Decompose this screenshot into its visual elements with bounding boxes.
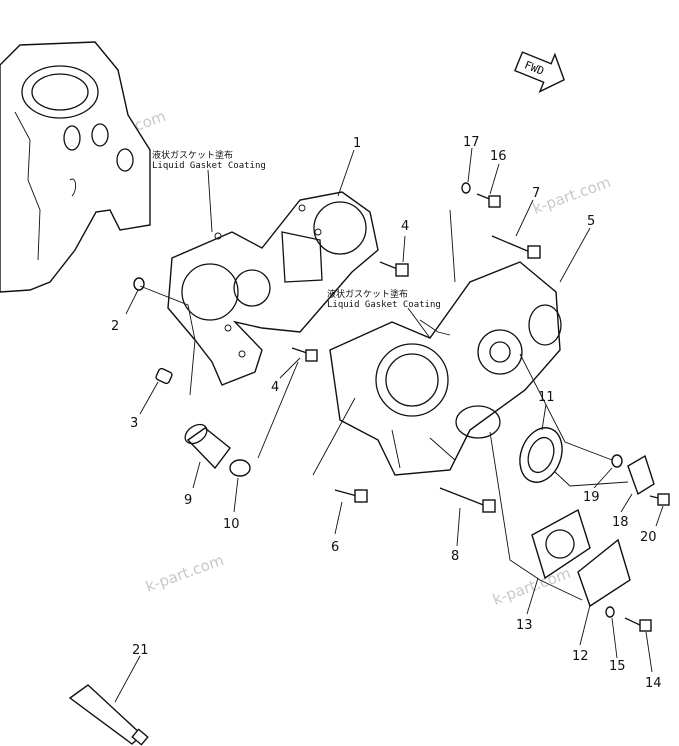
bolt — [624, 617, 652, 632]
callout-3: 3 — [130, 416, 138, 431]
callout-4: 4 — [401, 219, 409, 234]
plug — [155, 367, 173, 385]
callout-21: 21 — [132, 643, 149, 658]
liquid-gasket-tube — [68, 684, 149, 746]
fwd-arrow-icon: FWD — [514, 51, 565, 93]
callout-18: 18 — [612, 515, 629, 530]
callout-13: 13 — [516, 618, 533, 633]
o-ring — [611, 454, 623, 468]
washer — [605, 606, 615, 618]
callout-4: 4 — [271, 380, 279, 395]
callout-10: 10 — [223, 517, 240, 532]
callout-12: 12 — [572, 649, 589, 664]
gasket-note-jp: 液状ガスケット塗布 — [152, 149, 233, 161]
callout-17: 17 — [463, 135, 480, 150]
watermark: k-part.com — [530, 173, 613, 218]
callout-2: 2 — [111, 319, 119, 334]
engine-block — [0, 41, 151, 293]
bolt — [476, 193, 501, 208]
watermark: k-part.com — [143, 551, 226, 596]
callout-11: 11 — [538, 390, 555, 405]
cover-gasket-hole — [545, 529, 575, 559]
callout-1: 1 — [353, 136, 361, 151]
bolt — [334, 489, 368, 503]
callout-15: 15 — [609, 659, 626, 674]
callout-7: 7 — [532, 186, 540, 201]
bolt — [649, 493, 670, 506]
callout-9: 9 — [184, 493, 192, 508]
gasket-plate — [167, 191, 379, 386]
bolt — [439, 487, 496, 513]
front-seal — [519, 427, 563, 483]
bolt — [491, 235, 541, 259]
front-cover-housing — [329, 261, 562, 476]
gasket-note-en: Liquid Gasket Coating — [152, 161, 266, 171]
gasket-note-jp: 液状ガスケット塗布 — [327, 288, 408, 300]
o-ring — [229, 459, 251, 477]
assembly-lines — [139, 209, 629, 601]
callout-16: 16 — [490, 149, 507, 164]
bolt — [379, 261, 409, 277]
callout-20: 20 — [640, 530, 657, 545]
callout-5: 5 — [587, 214, 595, 229]
watermark: k-part.com — [490, 564, 573, 609]
leader-lines — [114, 147, 664, 703]
cover-gasket — [531, 508, 591, 580]
small-cover — [627, 454, 655, 496]
callout-19: 19 — [583, 490, 600, 505]
washer — [461, 182, 471, 194]
gasket-note-en: Liquid Gasket Coating — [327, 300, 441, 310]
o-ring — [133, 277, 145, 291]
bolt — [291, 347, 318, 362]
oil-filler-cap — [184, 423, 231, 470]
cover-plate — [577, 538, 631, 608]
callout-6: 6 — [331, 540, 339, 555]
callout-8: 8 — [451, 549, 459, 564]
callout-14: 14 — [645, 676, 662, 691]
